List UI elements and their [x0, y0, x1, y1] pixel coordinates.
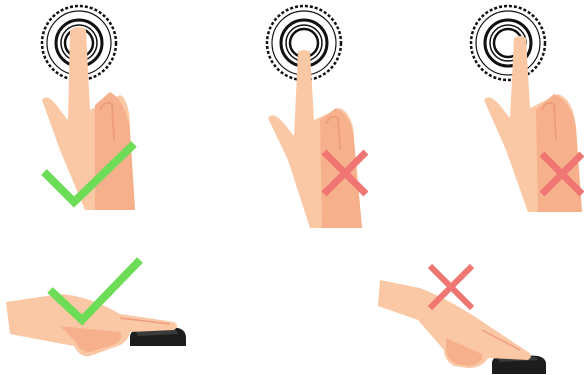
cross-icon [427, 263, 475, 311]
hand-icon [378, 280, 531, 368]
instruction-panel-finger-off-center [462, 0, 584, 220]
cross-icon [539, 151, 584, 197]
hand-icon [268, 50, 362, 228]
hand-illustration [6, 257, 186, 357]
check-icon [41, 141, 137, 208]
hand-illustration [265, 4, 369, 228]
check-icon [47, 257, 143, 326]
hand-icon [6, 294, 177, 357]
instruction-panel-fingertip-only [240, 0, 390, 240]
cross-icon [321, 149, 369, 197]
hand-illustration [378, 263, 546, 374]
hand-illustration [469, 4, 584, 212]
hand-illustration [40, 4, 137, 210]
fingerprint-sensor-icon [469, 4, 547, 82]
instruction-panel-fingertip-side-view [370, 250, 584, 375]
instruction-panel-finger-flat-side-view [0, 240, 200, 375]
instruction-panel-finger-flat-centered [0, 0, 160, 220]
